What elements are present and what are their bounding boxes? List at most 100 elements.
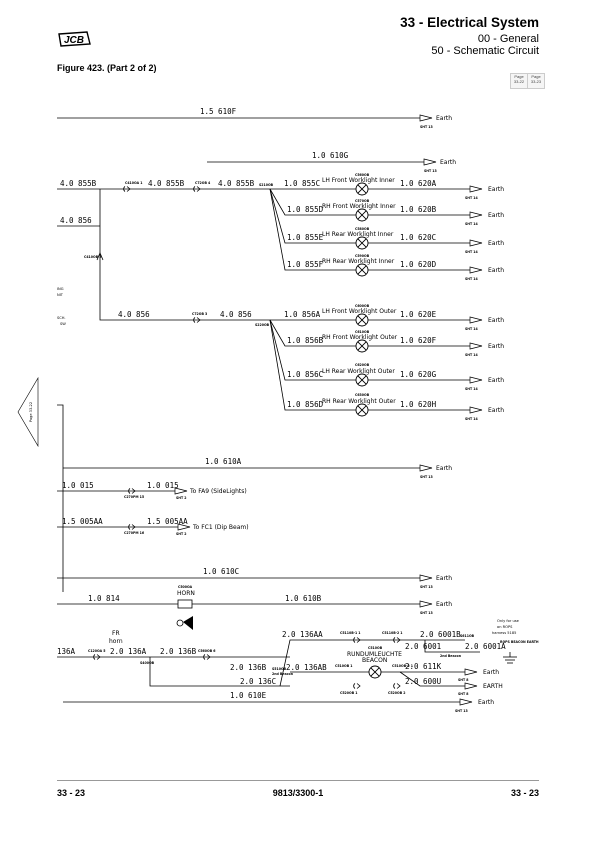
svg-text:Earth: Earth	[488, 212, 504, 219]
svg-text:136A: 136A	[57, 647, 76, 656]
jcb-logo: JCB	[58, 31, 91, 47]
lamp-row-855e: 1.0 855E C580OB LH Rear Worklight Inner …	[287, 227, 504, 254]
svg-text:Earth: Earth	[488, 267, 504, 274]
svg-text:2.0 6001A: 2.0 6001A	[465, 642, 506, 651]
svg-text:BEACON: BEACON	[362, 657, 387, 664]
svg-text:Earth: Earth	[488, 186, 504, 193]
svg-text:C510OB 1: C510OB 1	[335, 664, 352, 668]
side-page-tab[interactable]: Page 33-22	[17, 376, 39, 448]
fr-horn-label-2: horn	[109, 638, 123, 645]
earth-arrow-600u	[464, 682, 478, 690]
footer-doc-number: 9813/3300-1	[272, 788, 324, 798]
fragment-nit: NIT	[57, 293, 64, 297]
page-tab-33-23[interactable]: Page 33-23	[527, 73, 545, 89]
svg-text:1.0 620C: 1.0 620C	[400, 233, 436, 242]
svg-text:2nd Beacon: 2nd Beacon	[440, 654, 462, 658]
svg-text:SHT 8: SHT 8	[458, 678, 469, 682]
svg-text:Earth: Earth	[478, 699, 494, 706]
svg-text:C5110B-1 1: C5110B-1 1	[340, 631, 361, 635]
svg-text:2.0 136A: 2.0 136A	[110, 647, 147, 656]
svg-text:C120OA 5: C120OA 5	[88, 649, 105, 653]
earth-arrow-610c	[419, 574, 433, 582]
lamp-row-856d: 1.0 856D C630OB RH Rear Worklight Outer …	[287, 393, 504, 421]
earth-arrow-1	[419, 114, 433, 122]
svg-text:2.0 136AA: 2.0 136AA	[282, 630, 323, 639]
svg-text:C580OB: C580OB	[355, 227, 370, 231]
svg-text:SHT 14: SHT 14	[465, 277, 478, 281]
conn-label: C410OB 2	[84, 255, 101, 259]
earth-arrow-610a	[419, 464, 433, 472]
beacon-circuit: 136A C120OA 5 2.0 136A S400OB 2.0 136B C…	[57, 619, 539, 713]
svg-text:Earth: Earth	[488, 407, 504, 414]
earth-arrow-620g	[469, 376, 483, 384]
fragment-sw: SW	[60, 322, 66, 326]
fa9-circuit: 1.0 015 C270PM 15 1.0 015 To FA9 (SideLi…	[62, 481, 247, 500]
svg-text:1.0 855C: 1.0 855C	[284, 179, 320, 188]
wire-856-branch: 4.0 856	[60, 216, 92, 225]
svg-text:RH Front Worklight Inner: RH Front Worklight Inner	[322, 203, 396, 210]
svg-text:Only for use: Only for use	[497, 619, 520, 623]
rops-ground-symbol	[503, 652, 517, 664]
connector-c520b-1	[353, 683, 361, 689]
svg-text:RH Rear Worklight Inner: RH Rear Worklight Inner	[322, 258, 395, 265]
fc1-circuit: 1.5 005AA C270PM 16 1.5 005AA To FC1 (Di…	[62, 517, 249, 536]
wire-814: 1.0 814	[88, 594, 120, 603]
svg-text:SHT 2: SHT 2	[176, 532, 186, 536]
page-tab-33-22[interactable]: Page 33-22	[510, 73, 528, 89]
conn-label: C72OB 3	[192, 312, 207, 316]
earth-arrow-620e	[469, 316, 483, 324]
svg-text:Earth: Earth	[488, 240, 504, 247]
lamp-row-855f: 1.0 855F C590OB RH Rear Worklight Inner …	[287, 254, 504, 281]
lamp-row-856c: 1.0 856C C620OB LH Rear Worklight Outer …	[287, 363, 504, 391]
earth-arrow-620c	[469, 239, 483, 247]
lamp-lh-front-inner	[355, 182, 369, 196]
svg-text:1.5 005AA: 1.5 005AA	[62, 517, 103, 526]
lamp-row-855c: 1.0 855C C560OB LH Front Worklight Inner…	[284, 173, 504, 200]
wire-855b-out: 4.0 855B	[218, 179, 255, 188]
wire-610f: 1.5 610F	[200, 107, 237, 116]
svg-text:SHT 14: SHT 14	[465, 353, 478, 357]
section-subtitle-1: 00 - General	[477, 33, 539, 45]
svg-text:1.0 620G: 1.0 620G	[400, 370, 437, 379]
lamp-row-856b: 1.0 856B C610OB RH Front Worklight Outer…	[287, 330, 504, 357]
svg-text:1.0 855F: 1.0 855F	[287, 260, 324, 269]
lamp-rh-rear-inner	[355, 263, 369, 277]
lamp-beacon	[368, 665, 382, 679]
lamp-row-856a: 1.0 856A C600OB LH Front Worklight Outer…	[284, 304, 504, 331]
svg-text:To FC1 (Dip Beam): To FC1 (Dip Beam)	[192, 524, 249, 531]
splice-label: S220OB	[255, 323, 270, 327]
earth-label: Earth	[440, 159, 456, 166]
svg-text:1.0 620F: 1.0 620F	[400, 336, 437, 345]
svg-text:1.0 856C: 1.0 856C	[287, 370, 323, 379]
svg-text:1.0 856A: 1.0 856A	[284, 310, 321, 319]
svg-text:C570OB: C570OB	[355, 199, 370, 203]
svg-text:LH Front Worklight Outer: LH Front Worklight Outer	[322, 308, 397, 315]
svg-text:SHT 14: SHT 14	[465, 250, 478, 254]
svg-text:SHT 14: SHT 14	[465, 417, 478, 421]
svg-text:1.5 005AA: 1.5 005AA	[147, 517, 188, 526]
earth-arrow-620f	[469, 342, 483, 350]
svg-text:C590OB: C590OB	[355, 254, 370, 258]
svg-text:2.0 136B: 2.0 136B	[230, 663, 267, 672]
svg-text:1.0 856B: 1.0 856B	[287, 336, 324, 345]
svg-text:Earth: Earth	[488, 343, 504, 350]
section-subtitle-2: 50 - Schematic Circuit	[431, 45, 539, 57]
sht-label: SHT 13	[420, 585, 433, 589]
svg-text:Earth: Earth	[488, 377, 504, 384]
earth-arrow-620a	[469, 185, 483, 193]
earth-arrow-610e	[459, 698, 473, 706]
earth-arrow-2	[423, 158, 437, 166]
lamp-lh-front-outer	[355, 313, 369, 327]
svg-text:on ROPS: on ROPS	[497, 625, 513, 629]
footer-page-left: 33 - 23	[57, 788, 86, 798]
lamp-rh-front-inner	[355, 208, 369, 222]
svg-text:C270PM 16: C270PM 16	[124, 531, 145, 535]
svg-text:RH Front Worklight Outer: RH Front Worklight Outer	[322, 334, 398, 341]
lamp-rh-front-outer	[355, 339, 369, 353]
svg-text:S400OB: S400OB	[140, 661, 155, 665]
earth-arrow-611k	[464, 668, 478, 676]
footer-page-right: 33 - 23	[510, 788, 539, 798]
svg-text:2.0 611K: 2.0 611K	[405, 662, 442, 671]
svg-text:1.0 855D: 1.0 855D	[287, 205, 324, 214]
